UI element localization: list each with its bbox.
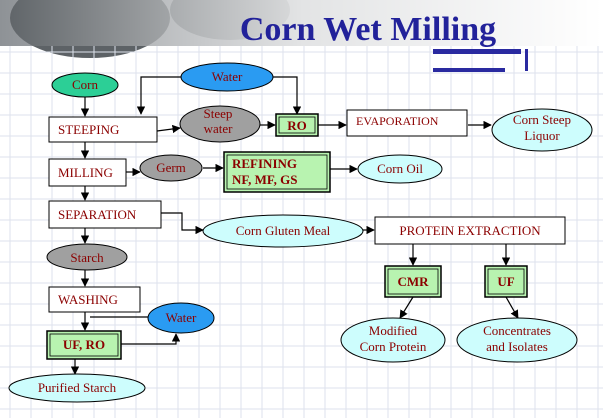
arrow-water-to-ro [273,76,302,115]
gluten-meal-label: Corn Gluten Meal [236,223,331,238]
modified-protein-line2: Corn Protein [360,339,427,354]
modified-protein-line1: Modified [369,323,418,338]
node-milling: MILLING [48,158,127,187]
washing-label: WASHING [58,292,118,307]
uf-label: UF [497,274,514,289]
node-refining: REFINING NF, MF, GS [223,151,331,193]
node-corn-oil: Corn Oil [357,154,443,184]
separation-label: SEPARATION [58,207,137,222]
title-underline-bar [433,49,521,54]
germ-label: Germ [156,160,186,175]
purified-starch-label: Purified Starch [38,380,117,395]
node-water-bottom: Water [147,302,215,334]
water-top-label: Water [212,69,243,84]
node-steep-water: Steep water [179,105,261,143]
uf-ro-label: UF, RO [63,337,105,352]
node-corn-gluten-meal: Corn Gluten Meal [202,214,364,248]
liquor-line2: Liquor [524,128,560,143]
node-protein-extraction: PROTEIN EXTRACTION [374,216,566,245]
arrow-ufro-to-water [121,333,181,345]
node-ro: RO [275,113,319,137]
refining-line2: NF, MF, GS [232,172,298,187]
concentrates-line1: Concentrates [483,323,551,338]
node-evaporation: EVAPORATION [346,109,468,137]
connectors [70,76,519,375]
arrow-water-to-steeping [136,76,181,115]
node-purified-starch: Purified Starch [8,373,146,403]
node-cmr: CMR [384,265,442,298]
protein-extraction-label: PROTEIN EXTRACTION [399,223,541,238]
title-underline-bar-2 [433,68,505,72]
starch-label: Starch [70,250,104,265]
milling-label: MILLING [58,165,113,180]
node-uf: UF [484,265,528,298]
node-germ: Germ [139,154,203,182]
steep-water-line2: water [204,121,234,136]
node-separation: SEPARATION [48,200,162,229]
evaporation-label: EVAPORATION [356,114,439,128]
node-uf-ro: UF, RO [46,330,122,360]
node-washing: WASHING [48,286,141,313]
ro-label: RO [287,118,307,133]
water-bottom-label: Water [166,310,197,325]
node-modified-corn-protein: Modified Corn Protein [340,317,446,363]
node-corn-steep-liquor: Corn Steep Liquor [491,108,593,152]
node-starch: Starch [46,243,128,271]
cmr-label: CMR [397,274,429,289]
arrow-separation-to-gluten [161,212,204,235]
corn-label: Corn [72,77,99,92]
liquor-line1: Corn Steep [513,112,571,127]
page-title: Corn Wet Milling [240,11,496,48]
corn-oil-label: Corn Oil [377,161,423,176]
arrow-steeping-to-steepwater [156,124,181,134]
concentrates-line2: and Isolates [486,339,548,354]
refining-line1: REFINING [232,156,297,171]
steep-water-line1: Steep [204,106,233,121]
node-concentrates-isolates: Concentrates and Isolates [456,317,578,363]
steeping-label: STEEPING [58,122,119,137]
node-corn: Corn [51,72,119,98]
node-steeping: STEEPING [48,116,158,143]
arrow-cmr-to-modified-protein [399,296,414,319]
node-water-top: Water [180,62,274,92]
arrow-uf-to-concentrates [505,296,519,319]
